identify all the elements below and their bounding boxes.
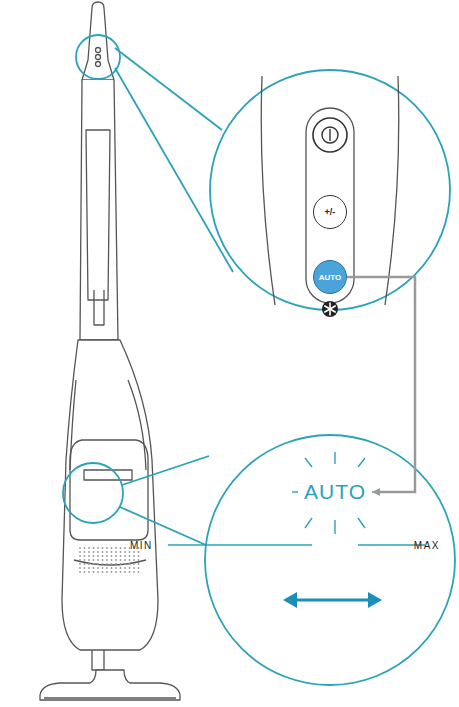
scale-label: MAX xyxy=(414,540,440,551)
auto-button: AUTO xyxy=(313,260,347,294)
pointer-arrow xyxy=(347,277,415,492)
adjust-button: +/- xyxy=(313,195,347,229)
node-text: +/- xyxy=(325,207,336,217)
scale-label: MIN xyxy=(130,540,153,551)
auto-display: AUTO xyxy=(300,479,370,505)
node-text: AUTO xyxy=(302,480,368,504)
node-text: AUTO xyxy=(319,273,342,282)
